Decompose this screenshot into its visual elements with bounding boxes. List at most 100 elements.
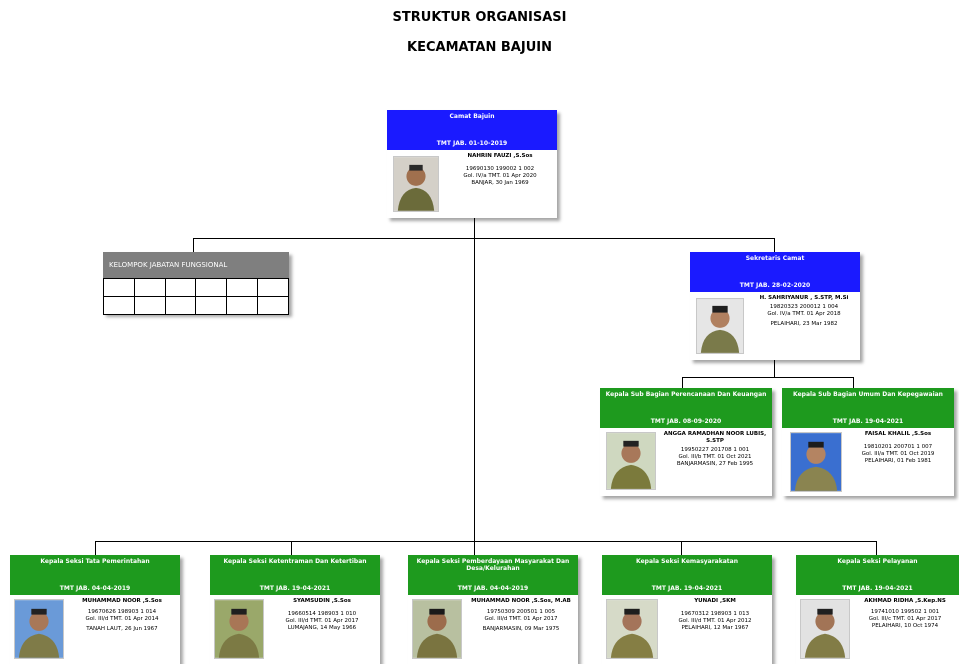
person-photo bbox=[412, 599, 462, 659]
person-info: YUNADI ,SKM 19670312 198903 1 013 Gol. I… bbox=[660, 598, 770, 632]
fungsional-grid bbox=[103, 278, 289, 315]
card-seksi-ketentraman: Kepala Seksi Ketentraman Dan Ketertiban … bbox=[210, 555, 380, 664]
person-photo bbox=[606, 599, 658, 659]
card-header: Sekretaris Camat TMT JAB. 28-02-2020 bbox=[690, 252, 860, 292]
person-name: MUHAMMAD NOOR ,S.Sos, M.AB bbox=[471, 598, 571, 604]
person-birth: PELAIHARI, 12 Mar 1967 bbox=[681, 625, 749, 631]
card-sekretaris: Sekretaris Camat TMT JAB. 28-02-2020 H. … bbox=[690, 252, 860, 360]
connector-sekretaris bbox=[774, 238, 775, 252]
person-info: ANGGA RAMADHAN NOOR LUBIS, S.STP 1995022… bbox=[660, 431, 770, 468]
connector-subbag-2 bbox=[853, 377, 854, 388]
page-subtitle: KECAMATAN BAJUIN bbox=[407, 40, 552, 55]
person-nip: 19820323 200012 1 004 bbox=[769, 304, 839, 310]
person-name: NAHRIN FAUZI ,S.Sos bbox=[467, 153, 533, 159]
card-seksi-pelayanan: Kepala Seksi Pelayanan TMT JAB. 19-04-20… bbox=[796, 555, 959, 664]
person-rank: Gol. III/d TMT. 01 Apr 2017 bbox=[484, 616, 558, 622]
person-nip: 19741010 199502 1 001 bbox=[870, 609, 940, 615]
person-birth: LUMAJANG, 14 May 1966 bbox=[287, 625, 357, 631]
person-photo bbox=[14, 599, 64, 659]
tmt-date: TMT JAB. 19-04-2021 bbox=[832, 418, 904, 425]
person-rank: Gol. III/d TMT. 01 Apr 2012 bbox=[678, 618, 752, 624]
card-seksi-pemberdayaan: Kepala Seksi Pemberdayaan Masyarakat Dan… bbox=[408, 555, 578, 664]
connector-seksi-1 bbox=[95, 541, 96, 555]
card-header: Kepala Sub Bagian Perencanaan Dan Keuang… bbox=[600, 388, 772, 428]
card-header: Camat Bajuin TMT JAB. 01-10-2019 bbox=[387, 110, 557, 150]
person-nip: 19750309 200501 1 005 bbox=[486, 609, 556, 615]
position-title: Kepala Seksi Pelayanan bbox=[837, 558, 918, 565]
tmt-date: TMT JAB. 19-04-2021 bbox=[842, 585, 913, 592]
card-header: Kepala Seksi Pelayanan TMT JAB. 19-04-20… bbox=[796, 555, 959, 595]
person-photo bbox=[393, 156, 439, 212]
position-title: Kepala Seksi Kemasyarakatan bbox=[636, 558, 738, 565]
position-title: Kepala Sub Bagian Perencanaan Dan Keuang… bbox=[605, 391, 767, 398]
position-title: Camat Bajuin bbox=[449, 113, 495, 120]
connector-sekretaris-down bbox=[774, 360, 775, 377]
card-subbag-perencanaan: Kepala Sub Bagian Perencanaan Dan Keuang… bbox=[600, 388, 772, 496]
card-header: Kepala Seksi Tata Pemerintahan TMT JAB. … bbox=[10, 555, 180, 595]
card-subbag-umum: Kepala Sub Bagian Umum Dan Kepegawaian T… bbox=[782, 388, 954, 496]
fungsional-group: KELOMPOK JABATAN FUNGSIONAL bbox=[103, 252, 289, 315]
person-rank: Gol. III/c TMT. 01 Apr 2017 bbox=[868, 616, 942, 622]
person-photo bbox=[606, 432, 656, 490]
person-nip: 19670626 198903 1 014 bbox=[87, 609, 157, 615]
tmt-date: TMT JAB. 19-04-2021 bbox=[259, 585, 331, 592]
person-birth: PELAIHARI, 10 Oct 1974 bbox=[871, 623, 939, 629]
person-birth: BANJARMASIN, 09 Mar 1975 bbox=[482, 626, 560, 632]
person-nip: 19670312 198903 1 013 bbox=[680, 611, 750, 617]
person-birth: BANJAR, 30 Jan 1969 bbox=[471, 180, 529, 186]
connector-subbag-horizontal bbox=[682, 377, 854, 378]
connector-subbag-1 bbox=[682, 377, 683, 388]
person-info: NAHRIN FAUZI ,S.Sos 19690130 199002 1 00… bbox=[445, 153, 555, 187]
person-info: AKHMAD RIDHA ,S.Kep.NS 19741010 199502 1… bbox=[851, 598, 959, 630]
connector-camat-down bbox=[474, 218, 475, 541]
card-camat: Camat Bajuin TMT JAB. 01-10-2019 NAHRIN … bbox=[387, 110, 557, 218]
person-info: SYAMSUDIN ,S.Sos 19660514 198903 1 010 G… bbox=[266, 598, 378, 632]
person-info: MUHAMMAD NOOR ,S.Sos 19670626 198903 1 0… bbox=[66, 598, 178, 633]
person-rank: Gol. III/d TMT. 01 Apr 2014 bbox=[85, 616, 159, 622]
person-name: H. SAHRIYANUR , S.STP, M.Si bbox=[759, 295, 849, 301]
position-title: Kepala Seksi Pemberdayaan Masyarakat Dan… bbox=[416, 558, 570, 572]
fungsional-label: KELOMPOK JABATAN FUNGSIONAL bbox=[103, 252, 289, 278]
person-rank: Gol. III/b TMT. 01 Oct 2021 bbox=[678, 454, 752, 460]
person-name: AKHMAD RIDHA ,S.Kep.NS bbox=[864, 598, 946, 604]
connector-seksi-2 bbox=[291, 541, 292, 555]
person-name: SYAMSUDIN ,S.Sos bbox=[293, 598, 351, 604]
card-header: Kepala Seksi Kemasyarakatan TMT JAB. 19-… bbox=[602, 555, 772, 595]
person-name: MUHAMMAD NOOR ,S.Sos bbox=[82, 598, 162, 604]
tmt-date: TMT JAB. 28-02-2020 bbox=[739, 282, 811, 289]
person-rank: Gol. III/a TMT. 01 Oct 2019 bbox=[861, 451, 935, 457]
person-photo bbox=[214, 599, 264, 659]
person-birth: TANAH LAUT, 26 Jun 1967 bbox=[86, 626, 158, 632]
tmt-date: TMT JAB. 19-04-2021 bbox=[651, 585, 723, 592]
connector-seksi-4 bbox=[681, 541, 682, 555]
person-rank: Gol. IV/a TMT. 01 Apr 2020 bbox=[463, 173, 537, 179]
person-info: FAISAL KHALIL ,S.Sos 19810201 200701 1 0… bbox=[844, 431, 952, 465]
person-birth: PELAIHARI, 23 Mar 1982 bbox=[770, 321, 838, 327]
card-header: Kepala Seksi Pemberdayaan Masyarakat Dan… bbox=[408, 555, 578, 595]
card-header: Kepala Sub Bagian Umum Dan Kepegawaian T… bbox=[782, 388, 954, 428]
person-photo bbox=[790, 432, 842, 492]
card-header: Kepala Seksi Ketentraman Dan Ketertiban … bbox=[210, 555, 380, 595]
person-birth: BANJARMASIN, 27 Feb 1995 bbox=[676, 461, 754, 467]
position-title: Kepala Seksi Ketentraman Dan Ketertiban bbox=[223, 558, 367, 565]
card-seksi-kemasyarakatan: Kepala Seksi Kemasyarakatan TMT JAB. 19-… bbox=[602, 555, 772, 664]
person-info: H. SAHRIYANUR , S.STP, M.Si 19820323 200… bbox=[750, 295, 858, 328]
tmt-date: TMT JAB. 08-09-2020 bbox=[650, 418, 722, 425]
person-rank: Gol. IV/a TMT. 01 Apr 2018 bbox=[767, 311, 841, 317]
card-seksi-tata-pemerintahan: Kepala Seksi Tata Pemerintahan TMT JAB. … bbox=[10, 555, 180, 664]
person-name: ANGGA RAMADHAN NOOR LUBIS, S.STP bbox=[663, 431, 767, 444]
connector-level1-horizontal bbox=[193, 238, 775, 239]
person-nip: 19660514 198903 1 010 bbox=[287, 611, 357, 617]
connector-seksi-5 bbox=[876, 541, 877, 555]
person-nip: 19810201 200701 1 007 bbox=[863, 444, 933, 450]
page-title: STRUKTUR ORGANISASI bbox=[392, 10, 567, 25]
person-name: YUNADI ,SKM bbox=[694, 598, 736, 604]
position-title: Sekretaris Camat bbox=[745, 255, 805, 262]
person-nip: 19690130 199002 1 002 bbox=[465, 166, 535, 172]
position-title: Kepala Seksi Tata Pemerintahan bbox=[40, 558, 150, 565]
connector-seksi-horizontal bbox=[95, 541, 877, 542]
person-photo bbox=[696, 298, 744, 354]
person-birth: PELAIHARI, 01 Feb 1981 bbox=[864, 458, 932, 464]
connector-fungsional bbox=[193, 238, 194, 252]
tmt-date: TMT JAB. 04-04-2019 bbox=[59, 585, 131, 592]
